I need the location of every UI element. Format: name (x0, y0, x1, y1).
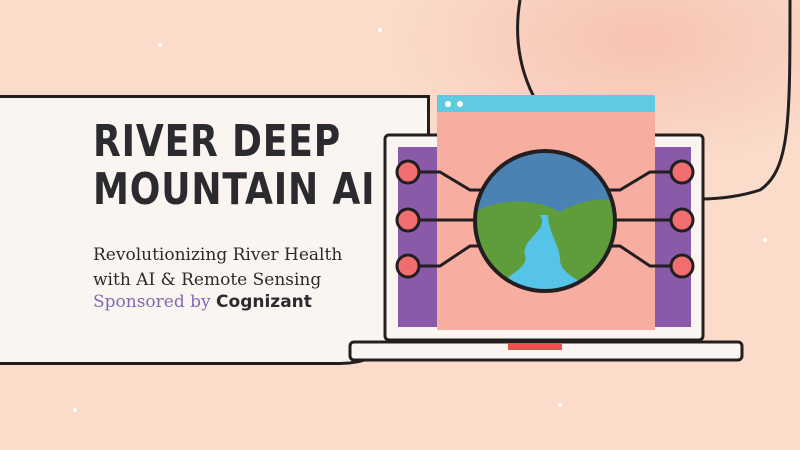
page-title: RIVER DEEP MOUNTAIN AI (93, 118, 421, 214)
laptop-base (348, 340, 744, 362)
node-icon (395, 159, 695, 279)
title-line-1: RIVER DEEP (93, 116, 342, 167)
sponsor-line: Sponsored by Cognizant (93, 292, 312, 312)
subtitle-line-2: with AI & Remote Sensing (93, 270, 322, 290)
title-line-2: MOUNTAIN AI (93, 164, 376, 215)
trackpad-notch (508, 343, 562, 350)
globe-river-icon (473, 149, 617, 293)
sponsor-prefix: Sponsored by (93, 292, 211, 312)
text-panel (0, 95, 430, 365)
subtitle: Revolutionizing River Health with AI & R… (93, 243, 342, 293)
subtitle-line-1: Revolutionizing River Health (93, 245, 343, 265)
sponsor-name: Cognizant (216, 292, 312, 312)
